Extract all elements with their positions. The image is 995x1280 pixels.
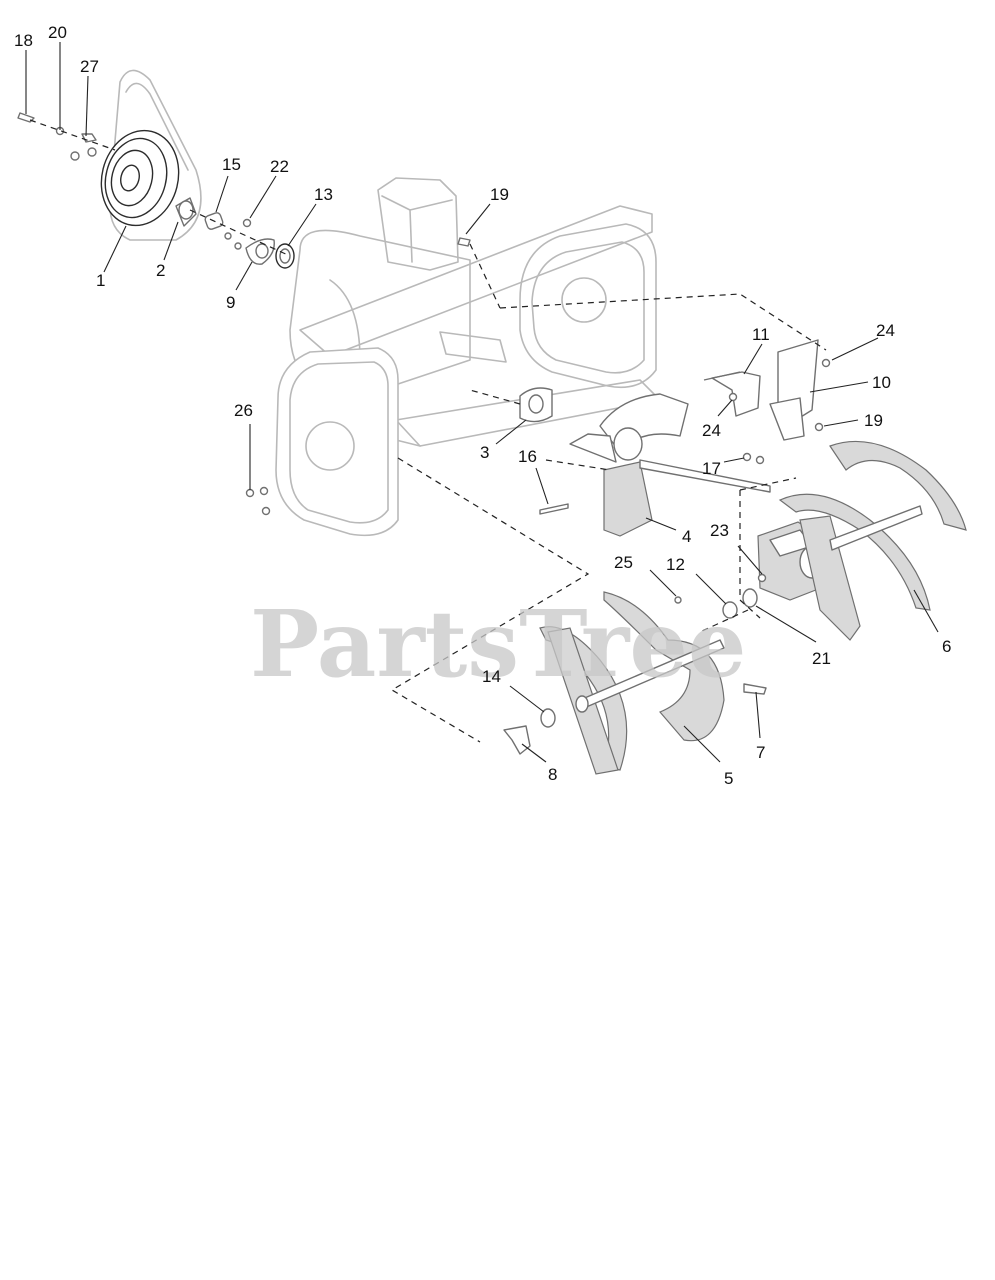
callout-16: 16: [518, 447, 537, 466]
callout-20: 20: [48, 23, 67, 42]
callout-21: 21: [812, 649, 831, 668]
watermark: PartsTree: [250, 590, 746, 698]
callout-24: 24: [702, 421, 721, 440]
callout-3: 3: [480, 443, 489, 462]
bracket-10: [769, 339, 819, 441]
impeller-4: [569, 393, 771, 537]
bearing-13: [275, 243, 295, 269]
bolts-bracket: [245, 358, 831, 516]
bolt-7: [743, 683, 767, 695]
callout-10: 10: [872, 373, 891, 392]
ring-21: [742, 588, 758, 608]
pulley-hardware: [17, 112, 97, 161]
callout-6: 6: [942, 637, 951, 656]
callout-25: 25: [614, 553, 633, 572]
callout-12: 12: [666, 555, 685, 574]
bolt-19a: [457, 237, 471, 247]
callout-4: 4: [682, 527, 691, 546]
belt-cover: [109, 69, 202, 241]
auger-housing: [275, 177, 661, 537]
callout-19: 19: [490, 185, 509, 204]
callout-labels: 18 20 27 15 22 13 19 1 2 9 11 24 10 24 1…: [14, 23, 951, 788]
callout-19: 19: [864, 411, 883, 430]
assembly-lines: [29, 119, 827, 743]
bolt-25: [674, 596, 682, 604]
callout-17: 17: [702, 459, 721, 478]
pin-16: [539, 503, 569, 515]
bolt-22: [242, 218, 252, 228]
pulley-hub: [175, 197, 197, 227]
flange-9: [245, 238, 275, 265]
callout-13: 13: [314, 185, 333, 204]
bracket-11: [703, 371, 761, 417]
auger-lower: [539, 591, 725, 775]
spacer-14: [540, 708, 556, 728]
callout-9: 9: [226, 293, 235, 312]
callout-15: 15: [222, 155, 241, 174]
auger-right: [778, 440, 967, 641]
callout-23: 23: [710, 521, 729, 540]
callout-11: 11: [752, 325, 770, 344]
callout-2: 2: [156, 261, 165, 280]
washer-12: [722, 601, 738, 619]
leader-lines: [25, 42, 939, 763]
flange-3: [519, 387, 553, 423]
callout-22: 22: [270, 157, 289, 176]
pulley: [100, 129, 180, 227]
callout-27: 27: [80, 57, 99, 76]
bearing-8: [503, 725, 531, 755]
callout-18: 18: [14, 31, 33, 50]
washers: [224, 232, 242, 250]
callout-8: 8: [548, 765, 557, 784]
callout-7: 7: [756, 743, 765, 762]
callout-1: 1: [96, 271, 105, 290]
callout-24: 24: [876, 321, 895, 340]
callout-14: 14: [482, 667, 501, 686]
callout-5: 5: [724, 769, 733, 788]
callout-26: 26: [234, 401, 253, 420]
